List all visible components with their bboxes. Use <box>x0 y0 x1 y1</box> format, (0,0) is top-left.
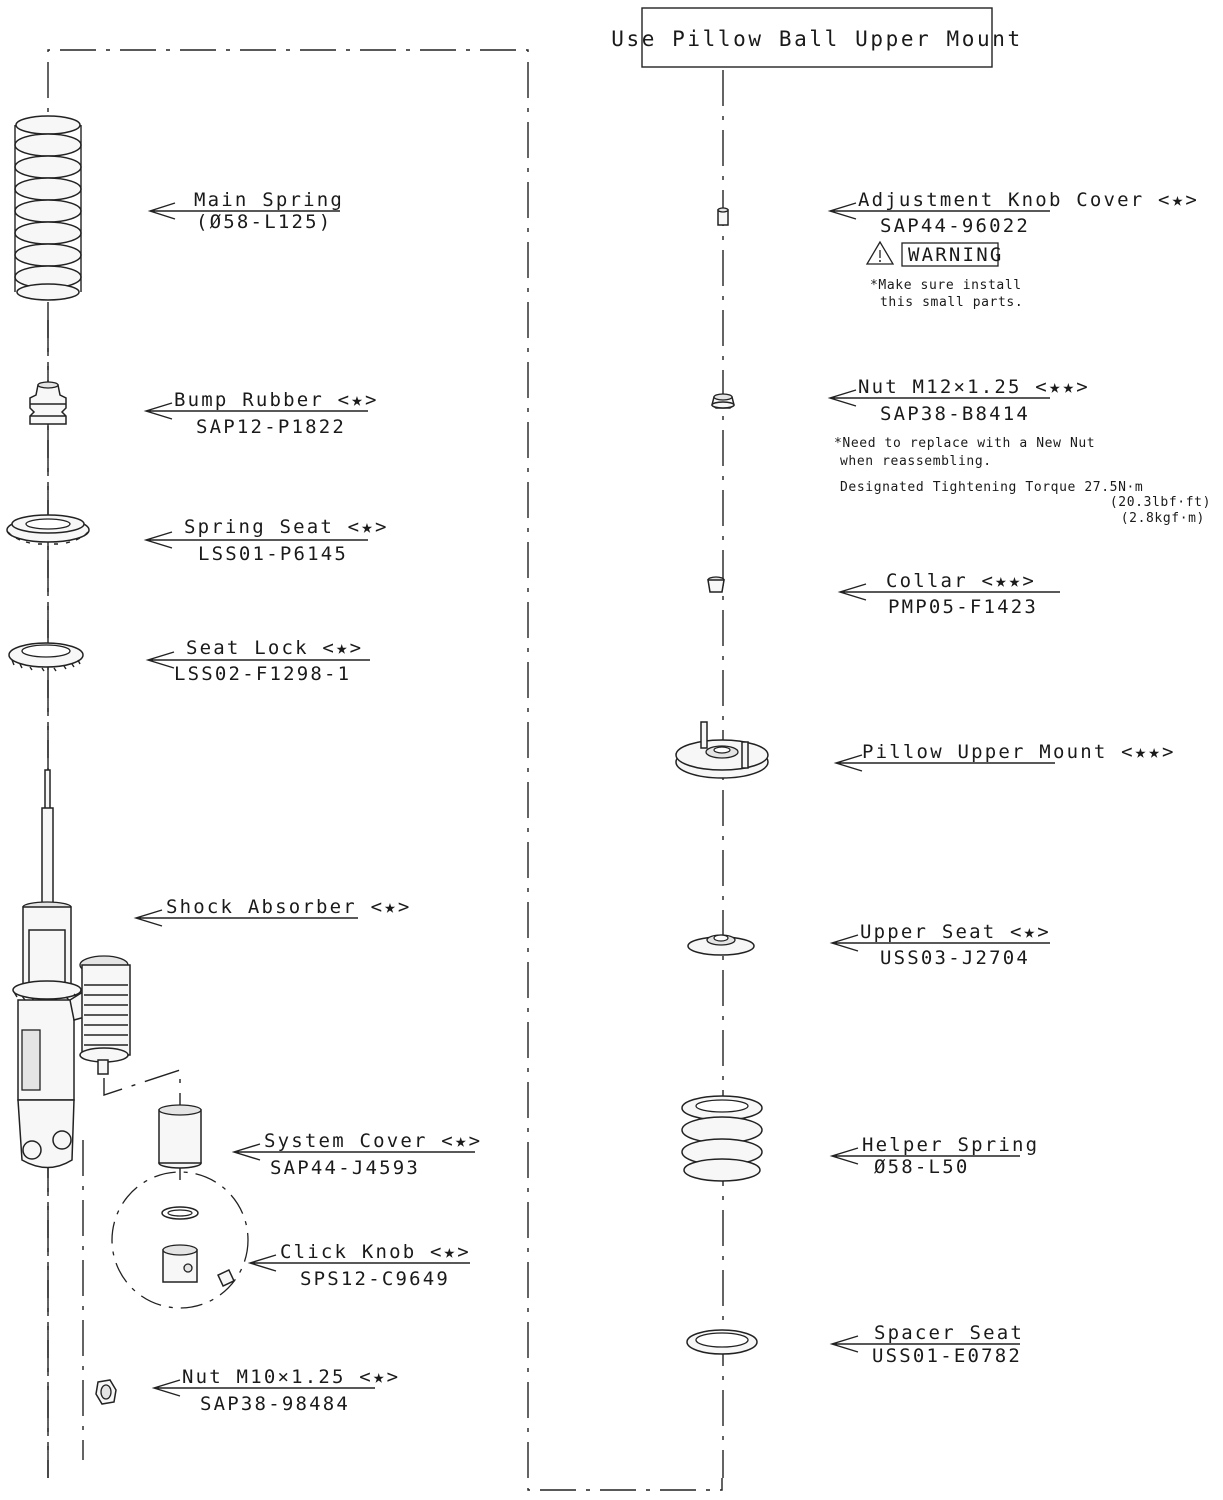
pillow-upper-mount-drawing <box>675 721 769 779</box>
system-cover-drawing <box>158 1104 202 1169</box>
collar-label: Collar <★★> <box>886 570 1036 592</box>
spacer-seat-label: Spacer Seat <box>874 1322 1024 1344</box>
spring-seat-label: Spring Seat <★> <box>184 516 389 538</box>
shock-absorber-label: Shock Absorber <★> <box>166 896 412 918</box>
system-cover-part-number: SAP44-J4593 <box>270 1157 420 1179</box>
upper-seat-label: Upper Seat <★> <box>860 921 1051 943</box>
adjustment-knob-cover-note-1: *Make sure install <box>870 278 1022 293</box>
collar-part-number: PMP05-F1423 <box>888 596 1038 618</box>
shock-absorber-drawing <box>12 769 181 1460</box>
bump-rubber-label: Bump Rubber <★> <box>174 389 379 411</box>
header-title: Use Pillow Ball Upper Mount <box>611 27 1023 51</box>
nut-m10-part-number: SAP38-98484 <box>200 1393 350 1415</box>
warning-icon <box>865 240 895 265</box>
adjustment-knob-cover-part-number: SAP44-96022 <box>880 215 1030 237</box>
adjustment-knob-cover-note-2: this small parts. <box>880 295 1023 310</box>
header-box <box>641 7 993 68</box>
seat-lock-drawing <box>8 642 84 672</box>
click-knob-part-number: SPS12-C9649 <box>300 1268 450 1290</box>
helper-spring-label: Helper Spring <box>862 1134 1039 1156</box>
click-knob-label: Click Knob <★> <box>280 1241 471 1263</box>
seat-lock-label: Seat Lock <★> <box>186 637 363 659</box>
nut-m12-label: Nut M12×1.25 <★★> <box>858 376 1090 398</box>
nut-m12-part-number: SAP38-B8414 <box>880 403 1030 425</box>
adjustment-knob-cover-drawing <box>717 207 729 226</box>
click-knob-drawing <box>111 1171 249 1309</box>
upper-seat-drawing <box>687 934 755 956</box>
main-spring-label: Main Spring <box>194 189 344 211</box>
warning-box <box>901 242 999 267</box>
nut-m12-note-4: (20.3lbf·ft) <box>1110 495 1211 510</box>
leader-lines <box>133 202 1060 1397</box>
nut-m12-drawing <box>711 393 735 409</box>
nut-m12-note-2: when reassembling. <box>840 454 992 469</box>
main-spring-size: (Ø58-L125) <box>196 211 332 233</box>
upper-seat-part-number: USS03-J2704 <box>880 947 1030 969</box>
bump-rubber-drawing <box>29 381 67 425</box>
pillow-upper-mount-label: Pillow Upper Mount <★★> <box>862 741 1176 763</box>
helper-spring-drawing <box>681 1095 763 1182</box>
main-spring-drawing <box>14 115 82 301</box>
helper-spring-size: Ø58-L50 <box>874 1156 969 1178</box>
system-cover-label: System Cover <★> <box>264 1130 482 1152</box>
nut-m12-note-5: (2.8kgf·m) <box>1121 511 1205 526</box>
adjustment-knob-cover-label: Adjustment Knob Cover <★> <box>858 189 1199 211</box>
nut-m10-drawing <box>95 1379 117 1405</box>
warning-text: WARNING <box>908 244 1003 266</box>
nut-m12-note-3: Designated Tightening Torque 27.5N·m <box>840 480 1143 495</box>
seat-lock-part-number: LSS02-F1298-1 <box>174 663 351 685</box>
collar-drawing <box>707 576 725 593</box>
spacer-seat-part-number: USS01-E0782 <box>872 1345 1022 1367</box>
spacer-seat-drawing <box>686 1329 758 1355</box>
bump-rubber-part-number: SAP12-P1822 <box>196 416 346 438</box>
nut-m12-note-1: *Need to replace with a New Nut <box>834 436 1095 451</box>
nut-m10-label: Nut M10×1.25 <★> <box>182 1366 400 1388</box>
spring-seat-part-number: LSS01-P6145 <box>198 543 348 565</box>
spring-seat-drawing <box>6 514 90 545</box>
